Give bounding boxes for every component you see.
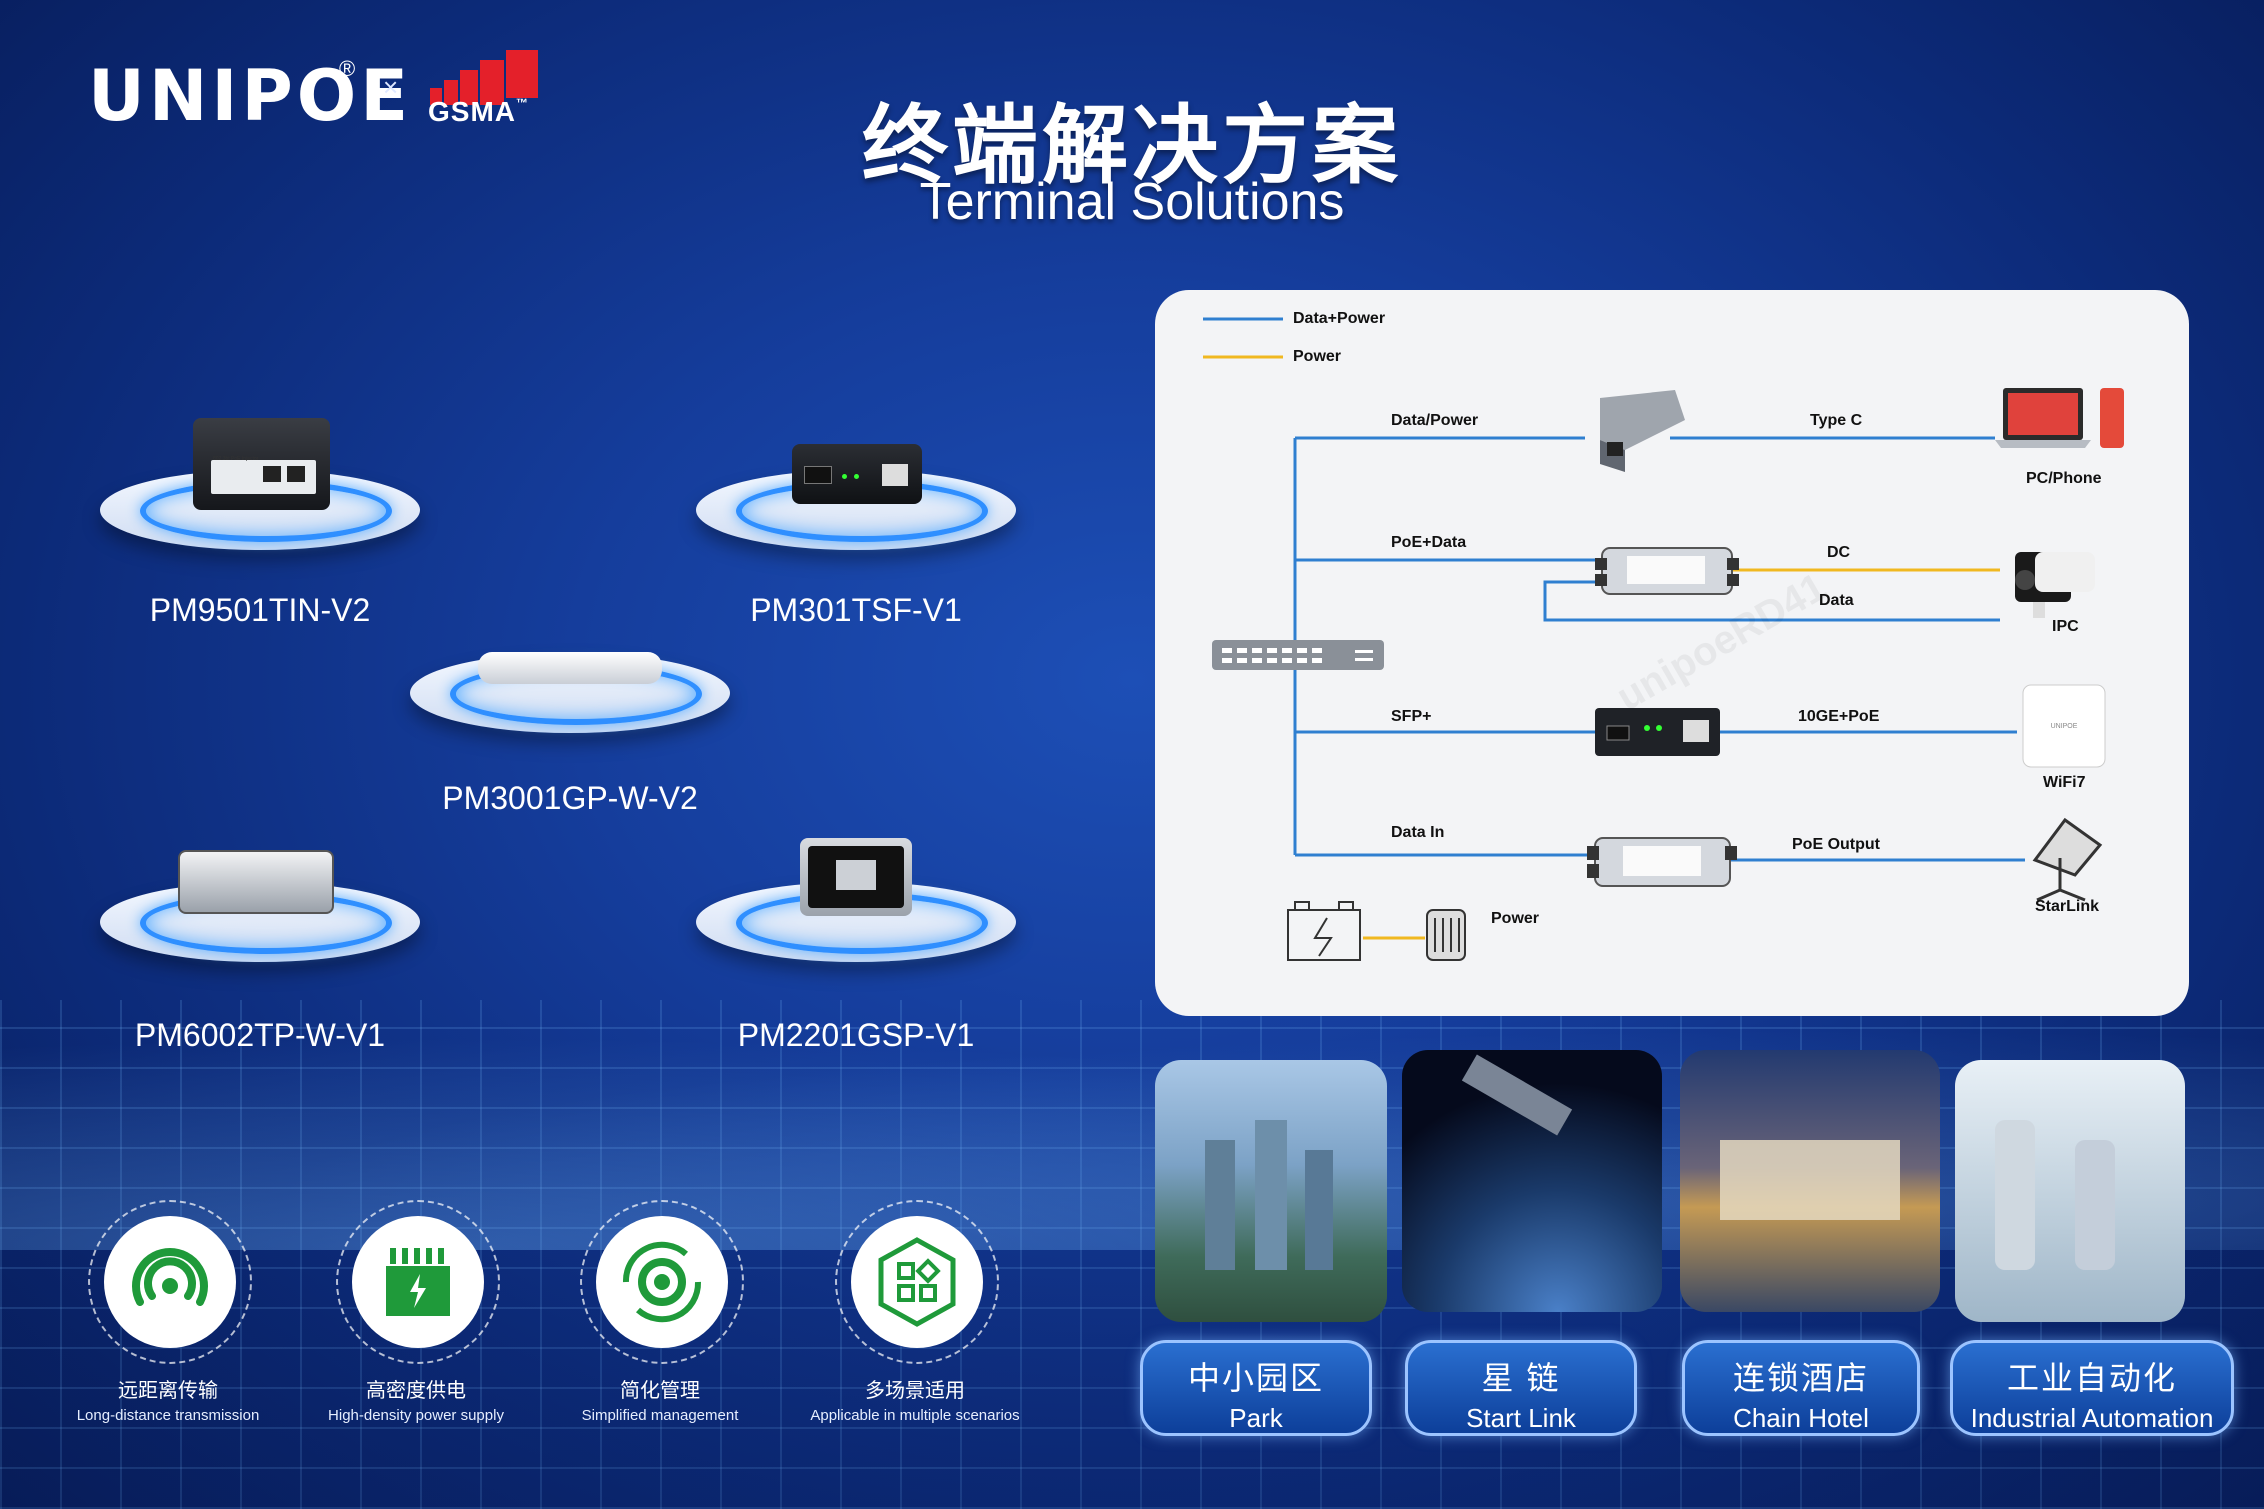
endpoint-label-starlink: StarLink bbox=[2035, 898, 2100, 915]
poe-injector-device: 802.3bt PoE Injector bbox=[193, 418, 330, 510]
feature-high-density bbox=[336, 1200, 500, 1364]
link-label-sfp: SFP+ bbox=[1391, 708, 1432, 725]
product-name: PM6002TP-W-V1 bbox=[134, 1017, 386, 1053]
feature-label-cn: 多场景适用 bbox=[865, 1380, 965, 1402]
legend-power-label: Power bbox=[1293, 348, 1342, 365]
product-name: PM9501TIN-V2 bbox=[149, 592, 371, 628]
svg-text:UNIPOE: UNIPOE bbox=[2051, 723, 2078, 730]
scene-image-starlink bbox=[1402, 1050, 1662, 1312]
outdoor-poe-extender-icon bbox=[1595, 547, 1739, 595]
link-label-dc: DC bbox=[1827, 544, 1851, 561]
topology-diagram-panel: UNIPOE Data+Power Power Dat bbox=[1155, 290, 2189, 1016]
ipc-camera-icon bbox=[2015, 552, 2095, 618]
feature-label-en: Long-distance transmission bbox=[76, 1407, 260, 1424]
scene-image-park bbox=[1155, 1060, 1387, 1322]
power-module-icon bbox=[1426, 909, 1466, 961]
page-title-cn: 终端解决方案 bbox=[862, 96, 1402, 196]
link-label-data-power: Data/Power bbox=[1391, 412, 1479, 429]
pc-phone-icon bbox=[1995, 388, 2124, 448]
endpoint-label-wifi7: WiFi7 bbox=[2043, 774, 2086, 791]
usb-c-injector-icon bbox=[1600, 390, 1685, 472]
feature-label-cn: 简化管理 bbox=[620, 1380, 700, 1402]
poe-splitter-device bbox=[800, 838, 912, 916]
topology-lines: UNIPOE bbox=[1203, 317, 2124, 961]
link-label-10ge-poe: 10GE+PoE bbox=[1798, 708, 1880, 725]
link-label-poe-output: PoE Output bbox=[1792, 836, 1880, 853]
feature-label-cn: 高密度供电 bbox=[366, 1380, 466, 1402]
product-name: PM301TSF-V1 bbox=[750, 592, 962, 628]
legend-data-power-label: Data+Power bbox=[1293, 310, 1386, 327]
link-label-data-in: Data In bbox=[1391, 824, 1445, 841]
scene-image-industrial bbox=[1955, 1060, 2185, 1322]
link-label-power: Power bbox=[1491, 910, 1540, 927]
link-label-poe-data: PoE+Data bbox=[1391, 534, 1467, 551]
partner-separator: × bbox=[383, 72, 399, 102]
product-name: PM2201GSP-V1 bbox=[737, 1017, 975, 1053]
feature-simplified-management bbox=[580, 1200, 744, 1364]
scene-image-hotel bbox=[1680, 1050, 1940, 1312]
feature-label-en: Simplified management bbox=[581, 1407, 739, 1424]
grid-hexagon-icon bbox=[878, 1237, 956, 1327]
outdoor-poe-cylinder-device bbox=[478, 652, 662, 684]
power-module-icon bbox=[386, 1248, 450, 1316]
battery-icon bbox=[1287, 901, 1361, 961]
feature-label-en: Applicable in multiple scenarios bbox=[810, 1407, 1020, 1424]
wifi7-ap-icon: UNIPOE bbox=[2022, 684, 2106, 768]
gear-cycle-icon bbox=[622, 1241, 702, 1323]
feature-long-distance bbox=[88, 1200, 252, 1364]
link-label-type-c: Type C bbox=[1810, 412, 1863, 429]
starlink-dish-icon bbox=[2032, 817, 2103, 902]
outdoor-poe-output-icon bbox=[1587, 837, 1737, 887]
gsma-logo-blocks-icon bbox=[430, 50, 538, 105]
network-switch-icon bbox=[1212, 640, 1384, 670]
sfp-converter-icon bbox=[1595, 708, 1720, 756]
feature-label-en: High-density power supply bbox=[328, 1407, 504, 1424]
sfp-converter-device bbox=[792, 444, 922, 504]
signal-arcs-icon bbox=[132, 1248, 208, 1306]
outdoor-poe-extender-device bbox=[178, 850, 334, 914]
unipoe-logo: UNIPOE bbox=[88, 55, 413, 137]
endpoint-label-pc-phone: PC/Phone bbox=[2026, 470, 2102, 487]
feature-multi-scenario bbox=[835, 1200, 999, 1364]
page-title-en: Terminal Solutions bbox=[919, 173, 1345, 231]
product-name: PM3001GP-W-V2 bbox=[442, 780, 698, 816]
registered-mark: ® bbox=[339, 56, 356, 81]
endpoint-label-ipc: IPC bbox=[2052, 618, 2079, 635]
feature-label-cn: 远距离传输 bbox=[118, 1380, 218, 1402]
gsma-logo-text: GSMA™ bbox=[428, 96, 529, 127]
link-label-data: Data bbox=[1819, 592, 1854, 609]
